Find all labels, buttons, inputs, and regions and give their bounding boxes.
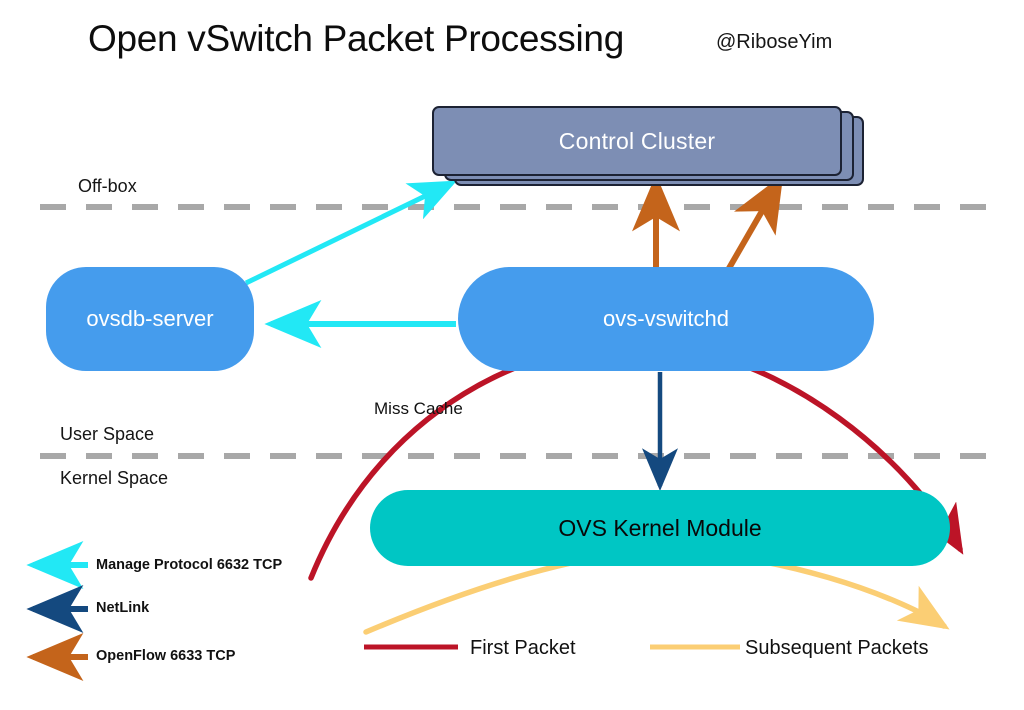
node-ovsdb-server[interactable]: ovsdb-server [46, 267, 254, 371]
edge-label-miss-cache: Miss Cache [374, 399, 463, 418]
zone-label-off-box: Off-box [78, 176, 137, 196]
ovs-kernel-module-label: OVS Kernel Module [558, 514, 762, 541]
control-cluster-sheet-front: Control Cluster [432, 106, 842, 176]
edge-ovsdb-to-cluster [244, 180, 457, 286]
zone-label-user-space: User Space [60, 424, 155, 444]
ovs-vswitchd-label: ovs-vswitchd [603, 306, 729, 331]
node-ovs-vswitchd[interactable]: ovs-vswitchd [458, 267, 874, 371]
legend-label-netlink: NetLink [96, 600, 150, 616]
node-control-cluster[interactable]: Control Cluster [432, 106, 880, 186]
zone-label-kernel-space: Kernel Space [60, 468, 169, 488]
control-cluster-label: Control Cluster [558, 127, 716, 154]
ovsdb-server-label: ovsdb-server [86, 306, 214, 331]
edge-openflow-diagonal [725, 174, 784, 272]
legend-label-subsequent-packets: Subsequent Packets [745, 637, 929, 659]
legend-label-first-packet: First Packet [470, 637, 576, 659]
author-byline: @RiboseYim [716, 31, 833, 53]
node-ovs-kernel-module[interactable]: OVS Kernel Module [370, 490, 950, 566]
page-title: Open vSwitch Packet Processing [88, 18, 624, 59]
legend-label-openflow: OpenFlow 6633 TCP [96, 648, 236, 664]
legend-label-manage-protocol: Manage Protocol 6632 TCP [96, 557, 283, 573]
